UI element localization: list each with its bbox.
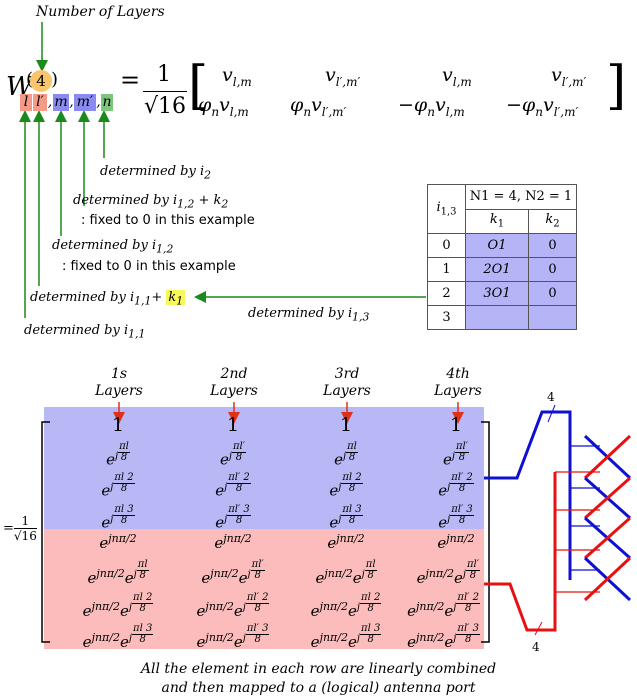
caption-line-2: and then mapped to a (logical) antenna p… [161,680,476,696]
top-matrix-cell: φnvl′,m′ [290,94,347,119]
blue-feed-line [484,410,572,580]
top-matrix-cell: −φnvl,m [398,94,465,119]
number-of-layers-label: Number of Layers [36,4,165,20]
k1-highlight: k1 [166,290,186,308]
matrix-element: 1 [449,414,463,436]
matrix-element: 1 [111,414,125,436]
annotation-m: determined by i1,2 [52,238,174,256]
caption-line-1: All the element in each row are linearly… [140,661,497,677]
annotation-mp: determined by i1,2 + k2 [73,193,229,211]
sub-comma3: , [96,94,101,110]
frac-denominator: √16 [144,94,187,119]
annotation-i13: determined by i1,3 [248,306,370,324]
layers-badge: 4 [30,70,52,92]
annotation-lp: determined by i1,1+ k1 [30,290,186,308]
big-bracket-left [41,421,50,643]
matrix-element: 1 [226,414,240,436]
sub-l: l [20,94,32,111]
annotation-mp-note: : fixed to 0 in this example [81,213,255,228]
equals-sign: = [120,66,141,94]
table-k2-header: k2 [528,208,577,234]
antenna-count-bottom: 4 [532,640,540,654]
matrix-element: ejnπ/2 [437,532,475,552]
matrix-graphics [41,402,632,643]
table-corner: i1,3 [427,184,466,234]
top-matrix-cell: −φnvl′,m′ [506,94,579,119]
bracket-left: [ [188,56,209,116]
blue-band [44,407,484,529]
top-matrix-cell: φnvl,m [198,94,249,119]
sub-n: n [101,94,113,111]
table-k1-header: k1 [465,208,529,234]
matrix-element: ejnπ/2 [99,532,137,552]
big-bracket-right [481,421,490,643]
red-feed-line [484,472,557,632]
matrix-element: ejnπ/2 [327,532,365,552]
annotation-arrows [19,22,426,318]
annotation-n: determined by i2 [100,164,211,182]
bracket-right: ] [606,56,627,116]
sub-comma1: , [47,94,53,110]
top-matrix-cell: vl′,m′ [325,64,361,89]
sub-lp: l′ [33,94,47,111]
frac-line [143,91,187,92]
paren-right: ) [51,69,59,90]
annotation-m-note: : fixed to 0 in this example [62,259,236,274]
table-row: 3 [427,305,577,330]
top-matrix-cell: vl,m [442,64,472,89]
top-matrix-cell: vl′,m′ [551,64,587,89]
table-header: N1 = 4, N2 = 1 [465,184,577,210]
top-matrix-cell: vl,m [222,64,252,89]
antenna-count-top: 4 [547,390,555,404]
frac-numerator: 1 [157,62,171,87]
matrix-element: 1 [339,414,353,436]
annotation-l: determined by i1,1 [24,323,146,341]
sub-m: m [53,94,69,111]
cross-pol-elements [583,434,632,602]
paren-left: ( [26,69,33,90]
sub-comma2: , [69,94,74,110]
matrix-element: ejnπ/2 [214,532,252,552]
sub-mp: m′ [74,94,96,111]
pink-band [44,529,484,649]
left-fraction: =1√16 [3,514,37,543]
